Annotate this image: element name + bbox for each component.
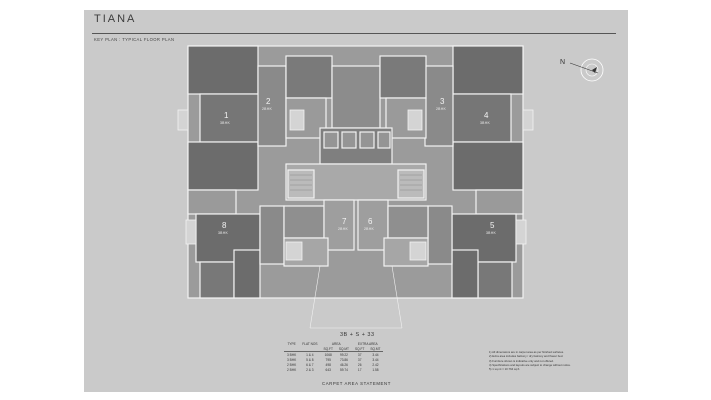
table-row: 3 BHK 5 & 8 795 73.86 37 3.44 xyxy=(287,357,379,362)
plan-notes: 1) All dimensions are in carpet area as … xyxy=(489,350,621,371)
storey-count: 3B + S + 33 xyxy=(340,332,375,338)
flat-number-4: 4 xyxy=(484,111,489,120)
col-extra-sqm: SQ.MT xyxy=(367,346,384,352)
col-area: AREA xyxy=(331,341,341,346)
carpet-area-statement-label: CARPET AREA STATEMENT xyxy=(322,381,391,386)
col-type: TYPE xyxy=(287,341,296,346)
note-line: 5) 1 sq.mt = 10.764 sq.ft. xyxy=(489,367,521,372)
flat-type-5: 3BHK xyxy=(486,231,496,235)
flat-type-7: 2BHK xyxy=(338,227,348,231)
col-extra-sqft: SQ.FT xyxy=(352,346,368,352)
col-area-sqft: SQ.FT xyxy=(320,346,336,352)
floor-plan-drawing: 1 3BHK 2 2BHK 3 2BHK 4 3BHK 5 3BHK 6 2BH… xyxy=(177,45,534,329)
note-line: 2) Extra area includes balcony / dry bal… xyxy=(489,354,564,359)
flat-type-8: 3BHK xyxy=(218,231,228,235)
flat-type-1: 3BHK xyxy=(220,121,230,125)
title-rule xyxy=(92,33,616,34)
flat-type-4: 3BHK xyxy=(480,121,490,125)
flat-number-6: 6 xyxy=(368,217,373,226)
flat-number-1: 1 xyxy=(224,111,229,120)
col-area-sqm: SQ.MT xyxy=(335,346,352,352)
flat-type-3: 2BHK xyxy=(436,107,446,111)
flat-number-2: 2 xyxy=(266,97,271,106)
flat-type-2: 2BHK xyxy=(262,107,272,111)
flat-number-3: 3 xyxy=(440,97,445,106)
carpet-area-table: TYPE FLAT NOS AREA EXTRA AREA SQ.FT SQ.M… xyxy=(284,341,384,372)
note-line: 3) Furniture shown is indicative only an… xyxy=(489,358,554,363)
floor-plan-sheet: TIANA KEY PLAN : TYPICAL FLOOR PLAN xyxy=(84,10,628,392)
flat-type-6: 2BHK xyxy=(364,227,374,231)
note-line: 1) All dimensions are in carpet area as … xyxy=(489,350,564,354)
table-row: 3 BHK 1 & 4 1068 99.22 37 3.44 xyxy=(287,352,379,357)
note-line: 4) Specifications and layouts are subjec… xyxy=(489,362,571,367)
col-extra-area: EXTRA AREA xyxy=(357,341,378,346)
table-row: 2 BHK 2 & 3 643 59.74 17 1.58 xyxy=(287,367,379,372)
project-title: TIANA xyxy=(94,13,137,25)
compass-north-label: N xyxy=(560,59,565,66)
table-row: 2 BHK 6 & 7 498 46.26 26 2.42 xyxy=(287,362,379,367)
col-flat-nos: FLAT NOS xyxy=(302,341,318,346)
north-compass-icon: N xyxy=(560,58,604,82)
flat-number-5: 5 xyxy=(490,221,495,230)
flat-number-8: 8 xyxy=(222,221,227,230)
flat-number-7: 7 xyxy=(342,217,347,226)
plan-subtitle: KEY PLAN : TYPICAL FLOOR PLAN xyxy=(94,37,175,42)
